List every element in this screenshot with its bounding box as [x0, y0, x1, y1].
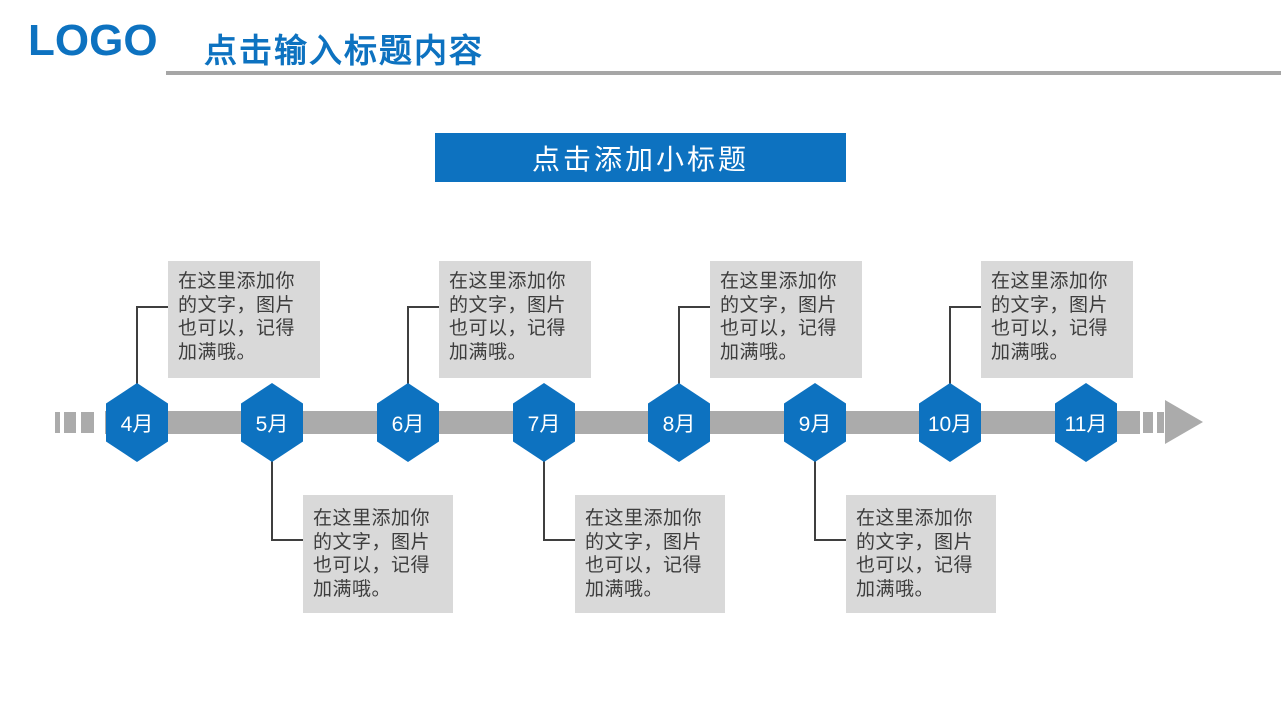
connector-line — [679, 306, 710, 308]
note-box-m6[interactable]: 在这里添加你的文字，图片也可以，记得加满哦。 — [439, 261, 591, 378]
logo-text: LOGO — [28, 16, 158, 65]
connector-line — [950, 306, 981, 308]
connector-line — [407, 306, 409, 386]
month-label: 5月 — [255, 412, 289, 436]
month-node-5[interactable]: 5月 — [241, 383, 303, 462]
month-label: 8月 — [662, 412, 696, 436]
connector-line — [544, 539, 575, 541]
connector-line — [136, 306, 138, 386]
month-node-10[interactable]: 10月 — [919, 383, 981, 462]
month-node-9[interactable]: 9月 — [784, 383, 846, 462]
note-box-m5[interactable]: 在这里添加你的文字，图片也可以，记得加满哦。 — [303, 495, 453, 613]
timeline-start-dash — [81, 412, 94, 433]
subtitle-banner[interactable]: 点击添加小标题 — [435, 133, 846, 182]
timeline-start-dash — [55, 412, 60, 433]
month-node-7[interactable]: 7月 — [513, 383, 575, 462]
connector-line — [408, 306, 439, 308]
connector-line — [814, 459, 816, 541]
connector-line — [678, 306, 680, 386]
month-label: 4月 — [120, 412, 154, 436]
note-box-m7[interactable]: 在这里添加你的文字，图片也可以，记得加满哦。 — [575, 495, 725, 613]
note-box-m4[interactable]: 在这里添加你的文字，图片也可以，记得加满哦。 — [168, 261, 320, 378]
timeline-bar — [105, 411, 1140, 434]
month-node-8[interactable]: 8月 — [648, 383, 710, 462]
connector-line — [815, 539, 846, 541]
month-label: 11月 — [1064, 412, 1108, 436]
month-label: 6月 — [391, 412, 425, 436]
month-node-11[interactable]: 11月 — [1055, 383, 1117, 462]
connector-line — [137, 306, 168, 308]
month-node-6[interactable]: 6月 — [377, 383, 439, 462]
connector-line — [271, 459, 273, 541]
note-box-m8[interactable]: 在这里添加你的文字，图片也可以，记得加满哦。 — [710, 261, 862, 378]
month-label: 7月 — [527, 412, 561, 436]
arrow-head-icon — [1165, 400, 1203, 444]
connector-line — [949, 306, 951, 386]
timeline-end-dash — [1157, 412, 1164, 433]
header-divider — [166, 71, 1281, 75]
connector-line — [272, 539, 303, 541]
note-box-m9[interactable]: 在这里添加你的文字，图片也可以，记得加满哦。 — [846, 495, 996, 613]
timeline-end-dash — [1143, 412, 1153, 433]
page-title[interactable]: 点击输入标题内容 — [204, 32, 484, 69]
month-label: 10月 — [927, 412, 973, 436]
month-node-4[interactable]: 4月 — [106, 383, 168, 462]
note-box-m10[interactable]: 在这里添加你的文字，图片也可以，记得加满哦。 — [981, 261, 1133, 378]
month-label: 9月 — [798, 412, 832, 436]
timeline-start-dash — [64, 412, 76, 433]
connector-line — [543, 459, 545, 541]
